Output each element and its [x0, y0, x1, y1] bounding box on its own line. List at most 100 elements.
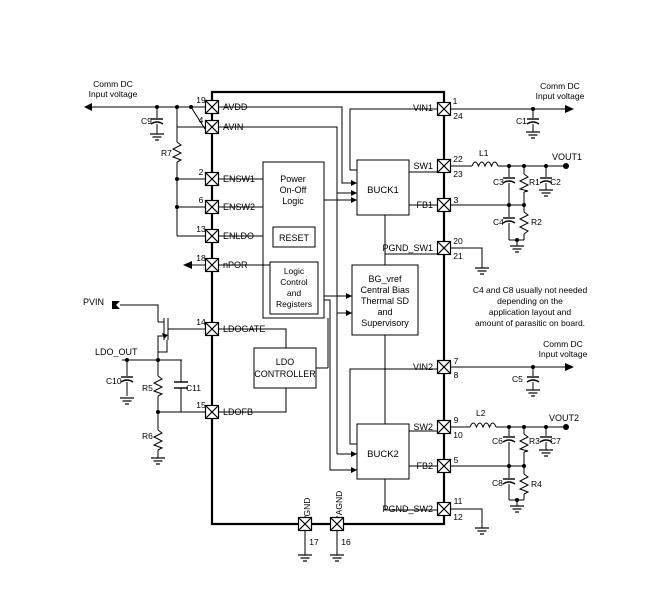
- c9-label: C9: [141, 116, 152, 126]
- pin-sw1-name: SW1: [413, 161, 433, 171]
- comm-dc-left-line1: Comm DC: [93, 79, 133, 89]
- pin-avdd-name: AVDD: [223, 102, 248, 112]
- comm-dc-right1-line1: Comm DC: [540, 81, 580, 91]
- pin-pgnd-sw1-num-b: 21: [453, 251, 463, 261]
- pin-enldo-num: 13: [196, 224, 206, 234]
- r2-label: R2: [531, 217, 542, 227]
- r6-resistor: [152, 429, 164, 451]
- npor-output-arrow: [183, 261, 192, 269]
- pin-ldogate-name: LDOGATE: [223, 324, 265, 334]
- pin-fb1: FB1 3: [416, 195, 459, 213]
- pin-pgnd-sw1-name: PGND_SW1: [382, 243, 433, 253]
- pin-agnd: AGND 16: [329, 491, 351, 562]
- c2-label: C2: [550, 177, 561, 187]
- input-arrow-right2: [565, 363, 574, 371]
- input-arrow-right1: [565, 105, 574, 113]
- l1-inductor: [471, 161, 499, 168]
- pvin-label: PVIN: [83, 297, 104, 307]
- bg-vref-line5: Supervisory: [361, 318, 409, 328]
- pin-fb2-name: FB2: [416, 461, 433, 471]
- pin-ensw2-name: ENSW2: [223, 202, 255, 212]
- c7-label: C7: [550, 436, 561, 446]
- pin-pgnd-sw2-name: PGND_SW2: [382, 504, 433, 514]
- ldo-controller-line2: CONTROLLER: [254, 369, 316, 379]
- pin-ensw2-num: 6: [199, 195, 204, 205]
- pin-ldofb-num: 15: [196, 400, 206, 410]
- pin-pgnd-sw1: PGND_SW1 20 21: [382, 236, 463, 261]
- bg-vref-line1: BG_vref: [368, 274, 402, 284]
- c9-capacitor: [150, 118, 164, 125]
- pin-sw2: SW2 9 10: [413, 415, 463, 440]
- junction-dots-ldo: [125, 358, 160, 414]
- bg-vref-line3: Thermal SD: [361, 296, 410, 306]
- pin-avin-name: AVIN: [223, 122, 243, 132]
- left-input-network: Comm DC Input voltage C9 R7: [84, 79, 206, 269]
- r5-label: R5: [142, 383, 153, 393]
- r3-label: R3: [529, 436, 540, 446]
- logic-control-line1: Logic: [284, 266, 305, 276]
- pin-ensw1-name: ENSW1: [223, 174, 255, 184]
- logic-control-line4: Registers: [276, 299, 312, 309]
- pin-ldogate-num: 14: [196, 317, 206, 327]
- l1-label: L1: [479, 148, 489, 158]
- c6-capacitor: [502, 436, 516, 443]
- pin-ensw1-num: 2: [199, 167, 204, 177]
- pin-pgnd-sw2: PGND_SW2 11 12: [382, 496, 463, 522]
- ldo-controller-line1: LDO: [276, 357, 295, 367]
- junction-dots-left: [155, 105, 193, 209]
- pin-sw2-num-b: 10: [453, 430, 463, 440]
- input-arrow-left: [84, 103, 92, 111]
- c8-capacitor: [502, 478, 516, 485]
- pin-sw1: SW1 22 23: [413, 154, 463, 179]
- right-input-vin2: Comm DC Input voltage C5: [451, 339, 588, 397]
- pin-vin1-name: VIN1: [413, 103, 433, 113]
- pin-avdd-num: 19: [196, 95, 206, 105]
- pin-avin-num: 4: [199, 115, 204, 125]
- note-line2: depending on the: [497, 296, 563, 306]
- pin-avdd: 19 AVDD: [196, 95, 248, 115]
- logic-control-block: [269, 261, 319, 315]
- pin-sw2-num-a: 9: [454, 415, 459, 425]
- pin-fb1-num: 3: [454, 195, 459, 205]
- vout2-label: VOUT2: [549, 413, 579, 423]
- pin-sw2-name: SW2: [413, 422, 433, 432]
- r4-label: R4: [531, 479, 542, 489]
- note-line1: C4 and C8 usually not needed: [473, 285, 588, 295]
- pin-fb1-name: FB1: [416, 200, 433, 210]
- pin-sw1-num-a: 22: [453, 154, 463, 164]
- c11-label: C11: [186, 383, 201, 393]
- pin-vin1: VIN1 1 24: [413, 96, 463, 121]
- pin-agnd-name: AGND: [334, 491, 344, 516]
- c5-label: C5: [512, 374, 523, 384]
- ldo-controller-block: [253, 347, 317, 389]
- note-line3: application layout and: [489, 307, 572, 317]
- buck1-block: [356, 159, 410, 216]
- power-logic-line1: Power: [280, 174, 306, 184]
- c10-capacitor: [120, 376, 134, 383]
- right-input-vin1: Comm DC Input voltage C1: [451, 81, 585, 139]
- comm-dc-right2-line2: Input voltage: [539, 349, 588, 359]
- r2-resistor: [518, 211, 530, 235]
- pin-fb2: FB2 5: [416, 455, 459, 474]
- r1-label: R1: [529, 177, 540, 187]
- logic-control-line2: Control: [280, 277, 308, 287]
- pin-npor-num: 18: [196, 253, 206, 263]
- c4-capacitor: [502, 217, 516, 224]
- power-logic-line2: On-Off: [280, 185, 307, 195]
- note-line4: amount of parasitic on board.: [475, 318, 585, 328]
- bg-vref-line2: Central Bias: [360, 285, 410, 295]
- r3-resistor: [518, 433, 530, 453]
- l2-inductor: [469, 422, 497, 429]
- reset-block: [272, 226, 316, 248]
- vout1-label: VOUT1: [552, 152, 582, 162]
- pin-pgnd-sw2-num-b: 12: [453, 512, 463, 522]
- r1-resistor: [518, 173, 530, 193]
- pin-pgnd-sw1-num-a: 20: [453, 236, 463, 246]
- pvin-arrow: [112, 301, 120, 309]
- c10-label: C10: [106, 376, 122, 386]
- power-logic-line3: Logic: [282, 196, 304, 206]
- pin-gnd-name: GND: [302, 498, 312, 517]
- pin-gnd: GND 17: [297, 498, 319, 562]
